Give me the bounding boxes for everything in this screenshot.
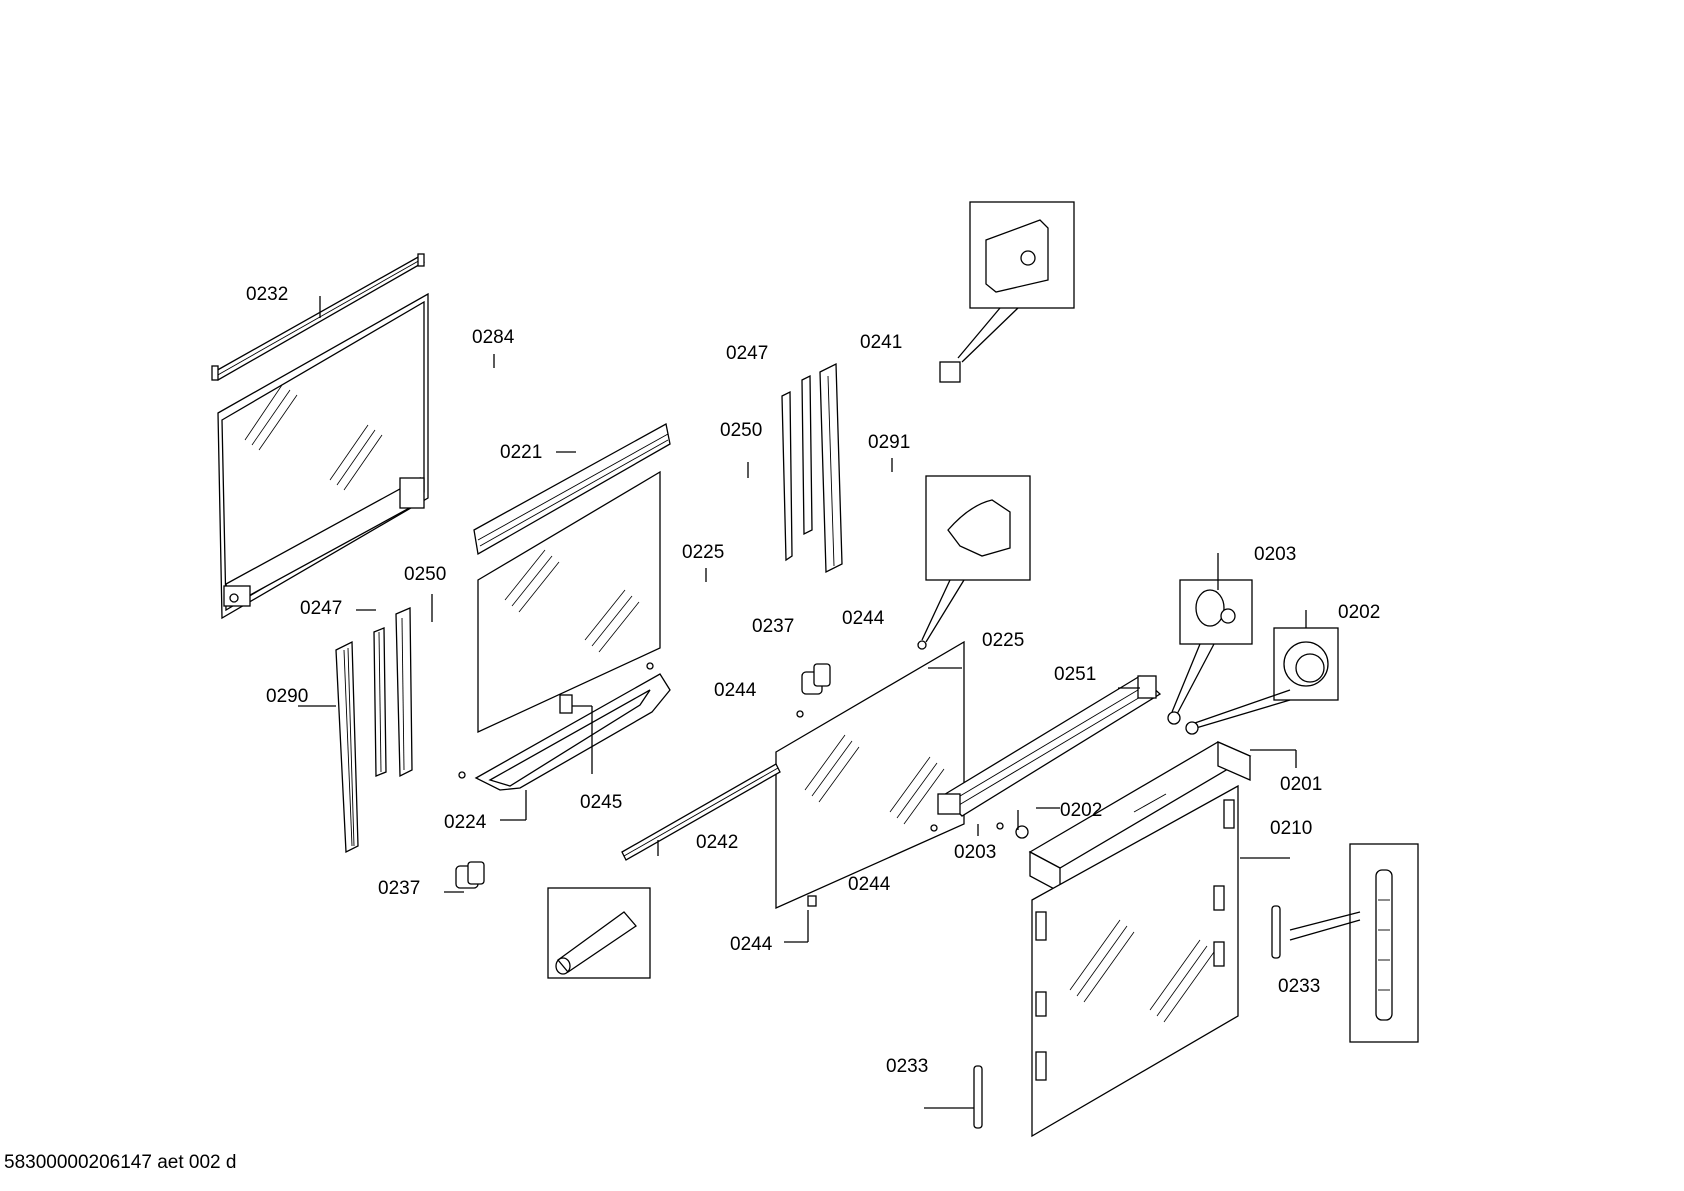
part-0290-left-strip	[335, 640, 359, 854]
label-0202-top: 0202	[1338, 602, 1380, 623]
document-id: 58300000206147 aet 002 d	[4, 1152, 237, 1173]
part-0250-top-strip	[781, 390, 793, 562]
label-0202-mid: 0202	[1060, 800, 1102, 821]
part-middle-glass-panel	[477, 470, 661, 734]
part-0242-rod	[547, 763, 781, 979]
label-0203-top: 0203	[1254, 544, 1296, 565]
part-0210-outer-door	[1031, 784, 1239, 1138]
part-0250-left-strip	[395, 607, 413, 778]
label-0232: 0232	[246, 284, 288, 305]
label-0291: 0291	[868, 432, 910, 453]
label-0237-mid: 0237	[752, 616, 794, 637]
part-0232-top-rail	[211, 253, 425, 381]
label-0290: 0290	[266, 686, 308, 707]
label-0250-top: 0250	[720, 420, 762, 441]
label-0244-b: 0244	[714, 680, 757, 701]
part-0201-handle	[996, 741, 1252, 894]
label-0201: 0201	[1280, 774, 1322, 795]
label-0203-mid: 0203	[954, 842, 996, 863]
part-0225-inner-glass	[775, 640, 965, 910]
label-0244-d: 0244	[730, 934, 773, 955]
part-0247-left-strip	[373, 627, 387, 777]
label-0251: 0251	[1054, 664, 1096, 685]
label-0245: 0245	[580, 792, 622, 813]
label-0225-a: 0225	[682, 542, 724, 563]
part-0247-top-strip	[801, 374, 813, 536]
detail-box-0241	[939, 201, 1075, 383]
label-0224: 0224	[444, 812, 487, 833]
detail-box-0203	[1167, 553, 1253, 725]
detail-box-0202	[1185, 610, 1339, 735]
detail-box-0233-spring	[1271, 843, 1419, 1043]
label-0233-bottom: 0233	[886, 1056, 928, 1077]
label-0241: 0241	[860, 332, 902, 353]
part-0221-rail	[473, 423, 671, 556]
label-0244-a: 0244	[842, 608, 885, 629]
leader-lines	[298, 296, 1297, 1109]
label-0233-right: 0233	[1278, 976, 1320, 997]
label-0221: 0221	[500, 442, 542, 463]
label-0247-top: 0247	[726, 343, 768, 364]
part-0251-rail	[937, 675, 1162, 817]
label-0237-low: 0237	[378, 878, 420, 899]
label-0247-left: 0247	[300, 598, 342, 619]
label-0225-b: 0225	[982, 630, 1024, 651]
part-outer-glass-panel	[217, 292, 429, 620]
label-0250-left: 0250	[404, 564, 446, 585]
part-0233-bottom-spring	[973, 1065, 983, 1129]
label-0284: 0284	[472, 327, 515, 348]
label-0244-c: 0244	[848, 874, 891, 895]
label-0242: 0242	[696, 832, 738, 853]
label-0210: 0210	[1270, 818, 1312, 839]
part-0237-mid-knob	[801, 663, 831, 695]
part-0237-lower-knob	[455, 861, 485, 889]
part-0224-bracket	[458, 662, 671, 791]
detail-box-0244-clip	[917, 475, 1031, 650]
part-hinge-bracket-top	[819, 362, 843, 574]
